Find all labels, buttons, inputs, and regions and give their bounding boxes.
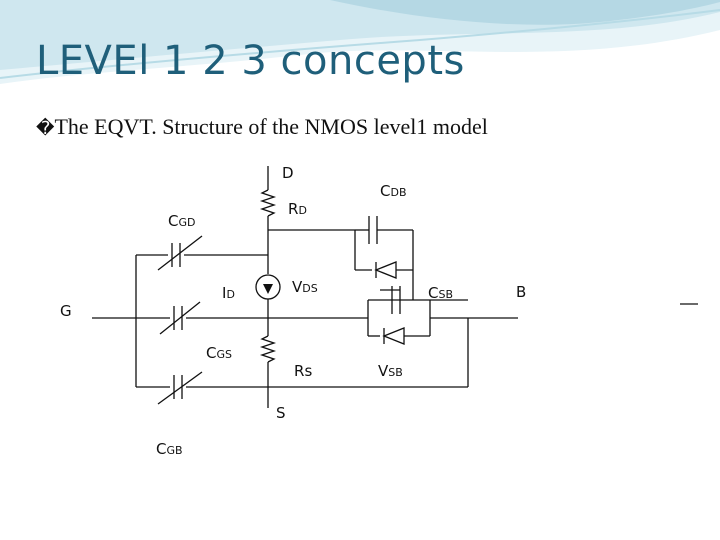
current-source-arrow xyxy=(263,284,273,294)
label-csb-main: C xyxy=(428,284,438,302)
label-cgs-main: C xyxy=(206,344,216,362)
label-s: S xyxy=(276,404,286,422)
label-vds-main: V xyxy=(292,278,303,296)
label-vds: VDS xyxy=(292,278,318,296)
header-wave-line xyxy=(0,9,720,79)
label-cgb-sub: GB xyxy=(166,444,182,457)
cap-cgs-arrow xyxy=(159,301,201,335)
label-vds-sub: DS xyxy=(302,282,317,295)
resistor-rd xyxy=(259,189,277,217)
diode-sb xyxy=(382,327,405,345)
label-g: G xyxy=(60,302,72,320)
label-cgb: CGB xyxy=(156,440,183,458)
label-vsb-sub: SB xyxy=(388,366,403,379)
label-rd-main: R xyxy=(288,200,298,218)
label-cgd: CGD xyxy=(168,212,195,230)
label-rd-sub: D xyxy=(298,204,306,217)
label-rs: Rs xyxy=(294,362,312,380)
label-cgb-main: C xyxy=(156,440,166,458)
label-csb-sub: SB xyxy=(438,288,453,301)
label-cgs-sub: GS xyxy=(216,348,232,361)
resistor-rs xyxy=(259,335,277,363)
bullet-glyph: � xyxy=(36,118,55,139)
header-wave-decoration xyxy=(0,0,720,84)
label-id: ID xyxy=(222,284,235,302)
label-b: B xyxy=(516,283,526,301)
bullet-item: �The EQVT. Structure of the NMOS level1 … xyxy=(36,114,488,140)
label-vsb: VSB xyxy=(378,362,403,380)
label-cgd-main: C xyxy=(168,212,178,230)
label-vsb-main: V xyxy=(378,362,389,380)
diode-db xyxy=(374,261,397,279)
label-rd: RD xyxy=(288,200,307,218)
label-cgs: CGS xyxy=(206,344,232,362)
label-cdb: CDB xyxy=(380,182,407,200)
slide-title: LEVEl 1 2 3 concepts xyxy=(36,38,465,84)
label-csb: CSB xyxy=(428,284,453,302)
label-rs-main: R xyxy=(294,362,304,380)
label-cgd-sub: GD xyxy=(178,216,195,229)
label-rs-sub: s xyxy=(304,362,312,380)
cap-cgb-arrow xyxy=(157,371,203,405)
label-id-main: I xyxy=(222,284,226,302)
label-id-sub: D xyxy=(226,288,234,301)
cap-cgd-arrow xyxy=(157,235,203,271)
label-cdb-main: C xyxy=(380,182,390,200)
header-wave-front xyxy=(330,0,720,25)
label-cdb-sub: DB xyxy=(390,186,406,199)
label-d: D xyxy=(282,164,294,182)
bullet-text: The EQVT. Structure of the NMOS level1 m… xyxy=(54,114,488,139)
